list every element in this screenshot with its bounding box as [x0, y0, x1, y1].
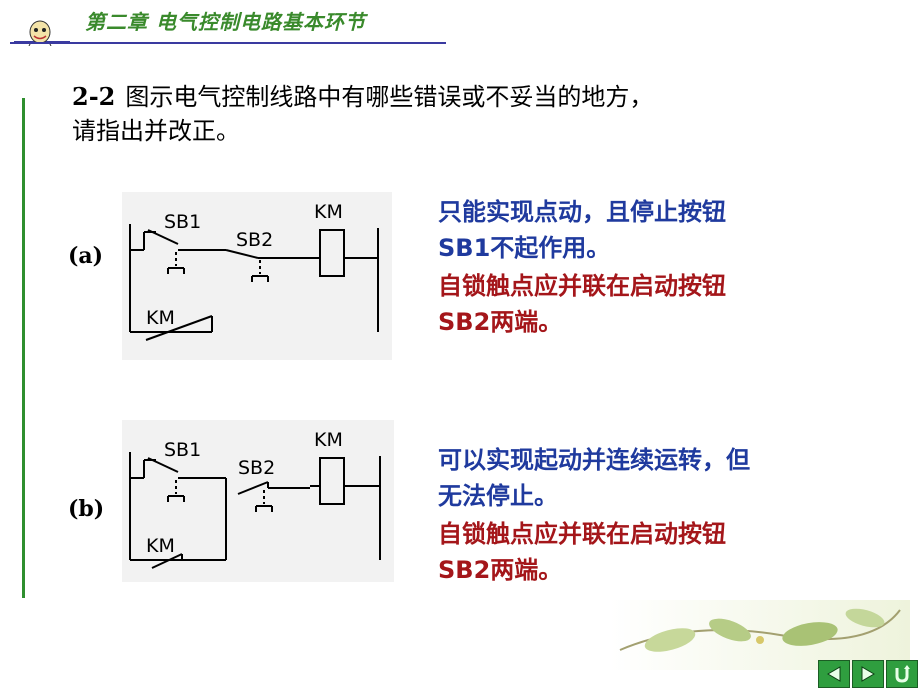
left-accent-rule — [22, 98, 25, 598]
circuit-b-km-contact-label: KM — [146, 535, 175, 557]
problem-statement: 2-2 图示电气控制线路中有哪些错误或不妥当的地方， 请指出并改正。 — [72, 80, 653, 148]
circuit-b-note-blue-2: 无法停止。 — [438, 482, 558, 510]
circuit-b-note-red-2: SB2两端。 — [438, 556, 563, 584]
circuit-a-sb1-label: SB1 — [164, 211, 201, 233]
circuit-b-sb2-label: SB2 — [238, 457, 275, 479]
circuit-a-note-blue-1: 只能实现点动，且停止按钮 — [438, 198, 726, 226]
chapter-title: 第二章 电气控制电路基本环节 — [85, 10, 366, 34]
prev-button[interactable] — [818, 660, 850, 688]
prev-arrow-icon — [827, 666, 841, 682]
circuit-b-km-coil-label: KM — [314, 429, 343, 451]
problem-line-2: 请指出并改正。 — [72, 117, 240, 145]
circuit-a-diagram: SB1 SB2 KM KM — [122, 192, 392, 360]
circuit-a-note-red-1: 自锁触点应并联在启动按钮 — [438, 272, 726, 300]
circuit-b-diagram: SB1 SB2 KM KM — [122, 420, 394, 582]
circuit-a-label: (a) — [68, 243, 104, 269]
problem-line-1: 图示电气控制线路中有哪些错误或不妥当的地方， — [125, 83, 654, 111]
next-arrow-icon — [861, 666, 875, 682]
circuit-a-note-red-2: SB2两端。 — [438, 308, 563, 336]
next-button[interactable] — [852, 660, 884, 688]
circuit-a-sb2-label: SB2 — [236, 229, 273, 251]
return-icon — [895, 665, 910, 683]
return-button[interactable] — [886, 660, 918, 688]
header-divider — [10, 42, 446, 44]
circuit-a-km-coil-label: KM — [314, 201, 343, 223]
circuit-b-note-blue-1: 可以实现起动并连续运转，但 — [438, 446, 750, 474]
leaf-decoration — [610, 600, 910, 670]
circuit-b-note-red-1: 自锁触点应并联在启动按钮 — [438, 520, 726, 548]
circuit-b-label: (b) — [68, 496, 105, 522]
problem-number: 2-2 — [72, 82, 116, 111]
circuit-b-sb1-label: SB1 — [164, 439, 201, 461]
circuit-a-note-blue-2: SB1不起作用。 — [438, 234, 611, 262]
circuit-a-km-contact-label: KM — [146, 307, 175, 329]
